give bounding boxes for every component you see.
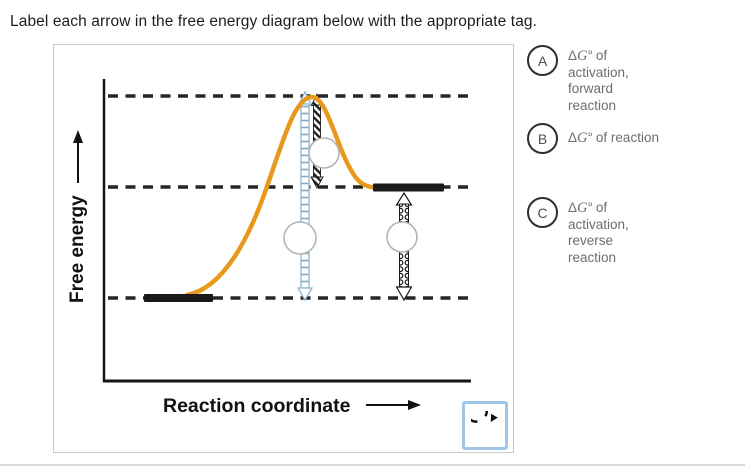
diagram-panel: Free energy Reaction coordinate <box>53 44 514 453</box>
drop-zone-circle-forward-activation[interactable] <box>283 221 317 255</box>
tag-c-label: ΔG°of activation, reverse reaction <box>568 200 629 265</box>
tag-a-letter: A <box>537 52 548 69</box>
drop-zone-circle-reverse-activation[interactable] <box>308 137 340 169</box>
energy-curve <box>184 94 379 298</box>
tag-c-row: C ΔG°of activation, reverse reaction <box>527 197 654 266</box>
tag-a-label: ΔG°of activation, forward reaction <box>568 48 629 113</box>
tag-b-letter: B <box>537 130 548 147</box>
tag-a-row: A ΔG°of activation, forward reaction <box>527 45 654 114</box>
forward-activation-arrow <box>296 90 314 302</box>
reactant-level-bar <box>144 294 213 302</box>
right-arrow-icon <box>366 400 421 410</box>
free-energy-diagram: Free energy Reaction coordinate <box>67 79 471 417</box>
drop-zone-circle-reaction[interactable] <box>386 221 418 253</box>
tag-b-chip[interactable]: B <box>527 123 558 154</box>
bottom-divider <box>0 464 745 466</box>
tag-a-chip[interactable]: A <box>527 45 558 76</box>
tag-c-letter: C <box>537 204 548 221</box>
up-arrow-icon <box>73 130 83 183</box>
refresh-icon <box>470 410 498 423</box>
x-axis-label: Reaction coordinate <box>163 395 351 417</box>
page-title: Label each arrow in the free energy diag… <box>10 13 538 30</box>
tag-c-chip[interactable]: C <box>527 197 558 228</box>
reset-button[interactable] <box>462 401 508 450</box>
product-level-bar <box>373 183 444 192</box>
y-axis-label: Free energy <box>67 195 88 303</box>
tag-b-row: B ΔG°of reaction <box>527 123 659 154</box>
tag-b-label: ΔG°of reaction <box>568 130 659 147</box>
